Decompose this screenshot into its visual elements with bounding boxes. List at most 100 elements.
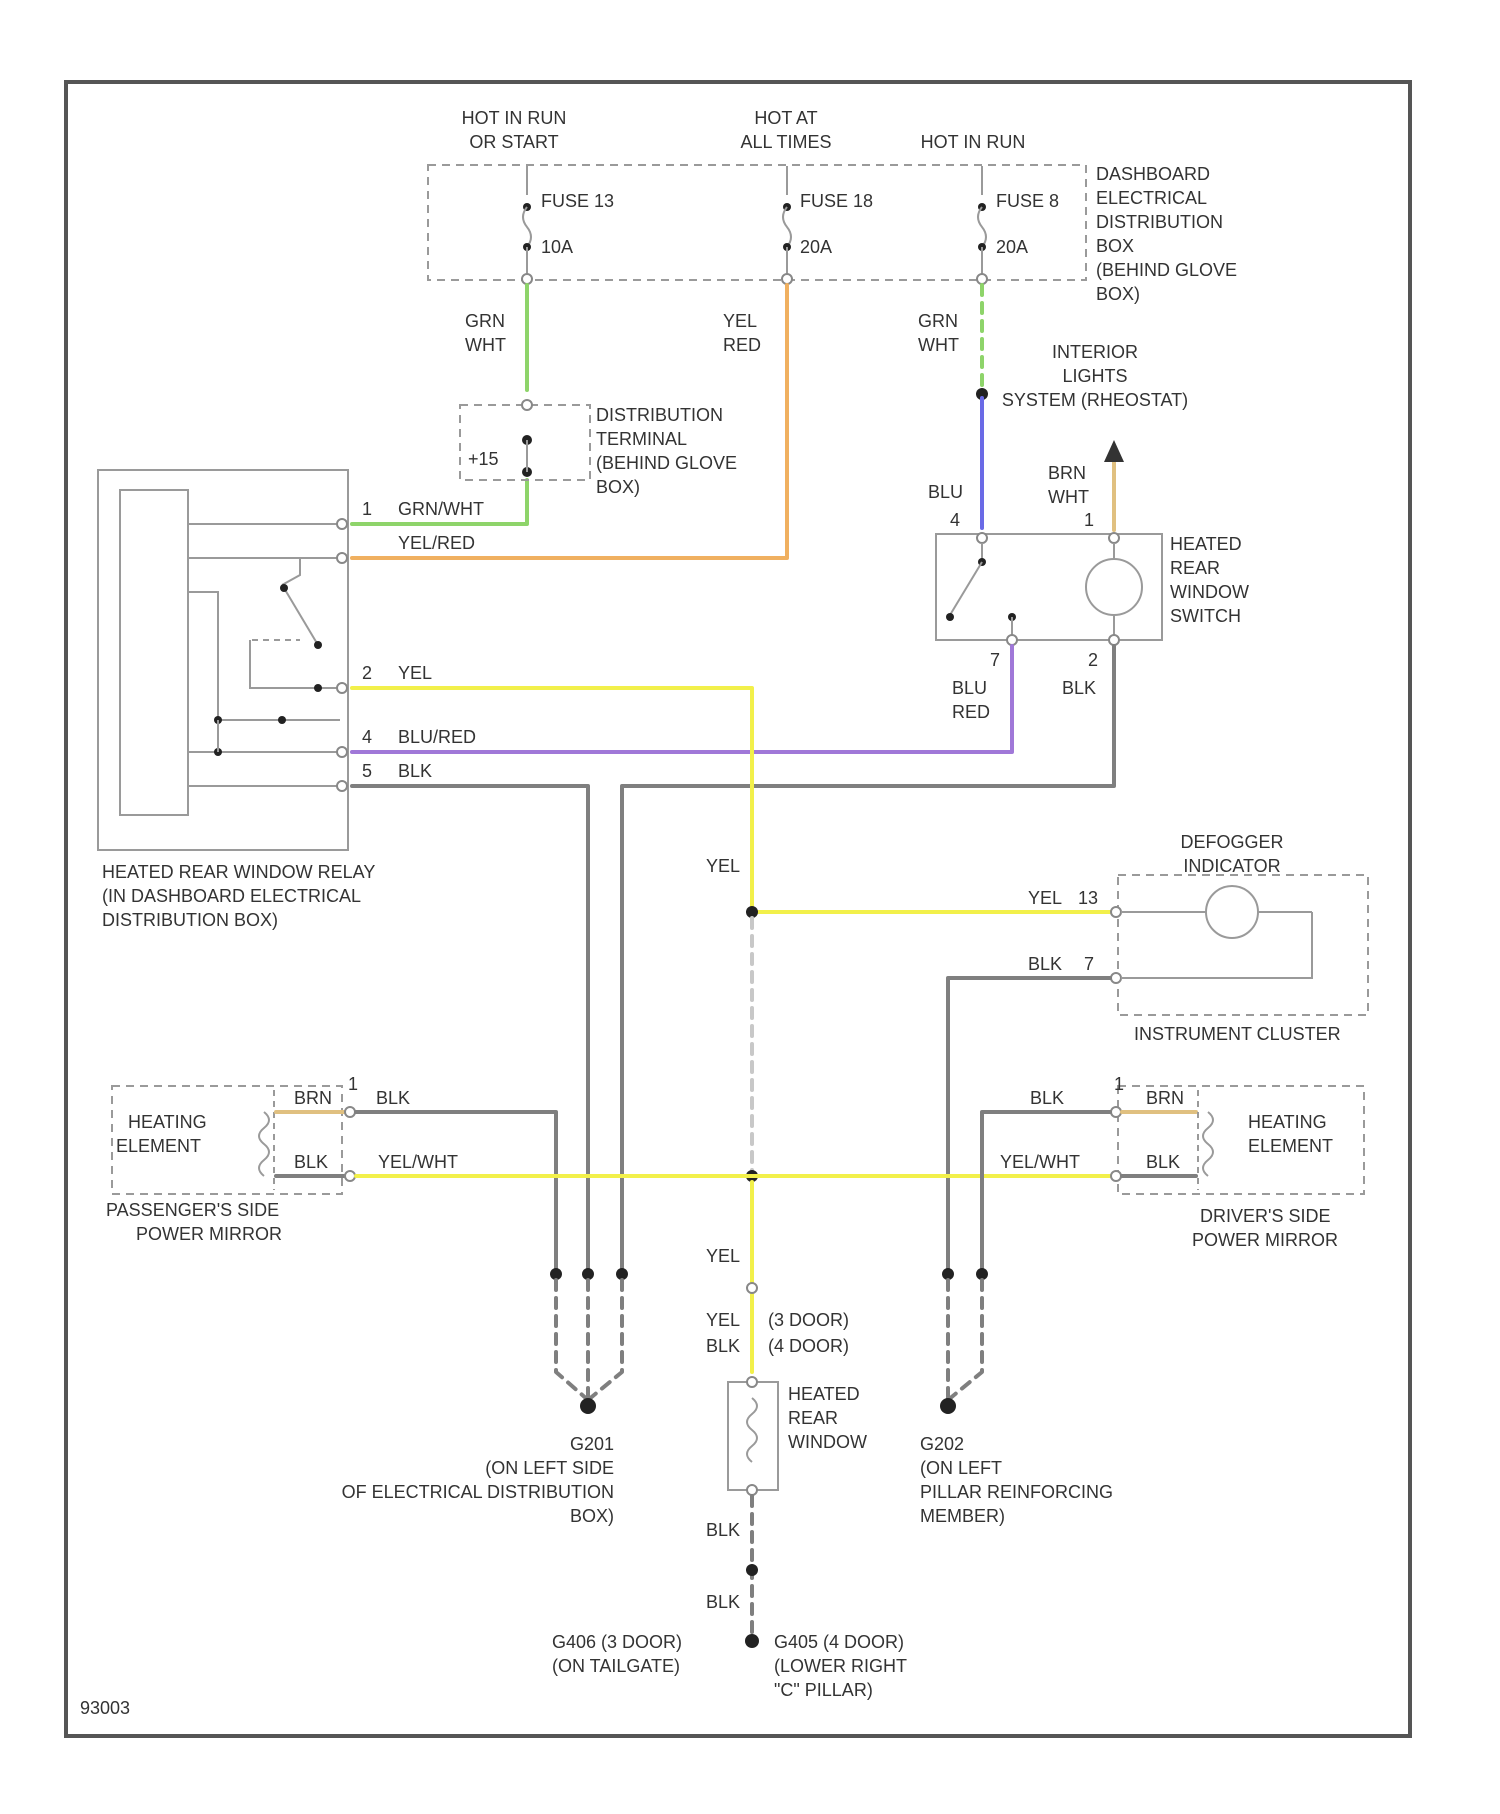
g202-label-2: (ON LEFT — [920, 1458, 1002, 1478]
g201-label-1: G201 — [570, 1434, 614, 1454]
heated-rear-window-switch: 4 1 7 2 HEATED REAR WINDOW SWITCH — [936, 510, 1249, 670]
wire-yel-red-label-2: RED — [723, 335, 761, 355]
g405-label-1: G405 (4 DOOR) — [774, 1632, 904, 1652]
wire-grn-wht-2-label: GRN — [918, 311, 958, 331]
indicator-pin-13: 13 — [1078, 888, 1098, 908]
passenger-wire-brn: BRN — [294, 1088, 332, 1108]
feed-2-label-2: ALL TIMES — [740, 132, 831, 152]
relay-pin-yelred-wire: YEL/RED — [398, 533, 475, 553]
wire-blk-door-label: BLK — [706, 1336, 740, 1356]
wire-blk-label: BLK — [1062, 678, 1096, 698]
rear-window-label-1: HEATED — [788, 1384, 860, 1404]
relay-label-3: DISTRIBUTION BOX) — [102, 910, 278, 930]
passenger-label-2: POWER MIRROR — [136, 1224, 282, 1244]
relay-pin-5-num: 5 — [362, 761, 372, 781]
passenger-element-1: HEATING — [128, 1112, 207, 1132]
interior-lights-label: INTERIOR — [1052, 342, 1138, 362]
wire-yel-a-label: YEL — [706, 856, 740, 876]
feed-1-label-2: OR START — [469, 132, 558, 152]
fuse-box-label-2: ELECTRICAL — [1096, 188, 1207, 208]
passenger-element-2: ELEMENT — [116, 1136, 201, 1156]
indicator-title-1: DEFOGGER — [1180, 832, 1283, 852]
fuse-box-label-6: BOX) — [1096, 284, 1140, 304]
driver-element-2: ELEMENT — [1248, 1136, 1333, 1156]
passenger-out-blk: BLK — [376, 1088, 410, 1108]
switch-label-3: WINDOW — [1170, 582, 1249, 602]
dist-terminal-tag: +15 — [468, 449, 499, 469]
ground-g405: G405 (4 DOOR) (LOWER RIGHT "C" PILLAR) — [774, 1632, 907, 1700]
relay-pin-4-num: 4 — [362, 727, 372, 747]
dist-terminal-label-2: TERMINAL — [596, 429, 687, 449]
instrument-cluster-label: INSTRUMENT CLUSTER — [1134, 1024, 1341, 1044]
lamp-icon — [1086, 559, 1142, 615]
driver-pin: 1 — [1114, 1074, 1124, 1094]
feed-2-label: HOT AT — [754, 108, 817, 128]
g201-label-4: BOX) — [570, 1506, 614, 1526]
figure-id: 93003 — [80, 1698, 130, 1718]
driver-label-2: POWER MIRROR — [1192, 1230, 1338, 1250]
wire-door-a-label: (3 DOOR) — [768, 1310, 849, 1330]
wire-blk-passenger — [356, 1112, 556, 1270]
distribution-terminal: +15 DISTRIBUTION TERMINAL (BEHIND GLOVE … — [460, 400, 737, 497]
fuse-box-label-3: DISTRIBUTION — [1096, 212, 1223, 232]
fuse-18-name: FUSE 18 — [800, 191, 873, 211]
relay-pin-2-num: 2 — [362, 663, 372, 683]
ground-g202: G202 (ON LEFT PILLAR REINFORCING MEMBER) — [920, 1268, 1113, 1526]
wire-grn-wht-label: GRN — [465, 311, 505, 331]
driver-label-1: DRIVER'S SIDE — [1200, 1206, 1330, 1226]
wire-grn-wht-2-label-2: WHT — [918, 335, 959, 355]
ground-g406: G406 (3 DOOR) (ON TAILGATE) — [552, 1632, 682, 1676]
fuse-box: HOT IN RUN OR START HOT AT ALL TIMES HOT… — [428, 108, 1237, 304]
driver-in-yelwht: YEL/WHT — [1000, 1152, 1080, 1172]
wire-blk-bottom-a: BLK — [706, 1520, 740, 1540]
relay-label-2: (IN DASHBOARD ELECTRICAL — [102, 886, 361, 906]
g202-label-1: G202 — [920, 1434, 964, 1454]
g406-label-2: (ON TAILGATE) — [552, 1656, 680, 1676]
switch-pin-4: 4 — [950, 510, 960, 530]
fuse-box-label-5: (BEHIND GLOVE — [1096, 260, 1237, 280]
fuse-18-rating: 20A — [800, 237, 832, 257]
switch-pin-7: 7 — [990, 650, 1000, 670]
dist-terminal-label-4: BOX) — [596, 477, 640, 497]
relay-pin-1-wire: GRN/WHT — [398, 499, 484, 519]
wire-blk-relay — [352, 786, 588, 1270]
fuse-13-name: FUSE 13 — [541, 191, 614, 211]
switch-pin-1: 1 — [1084, 510, 1094, 530]
wire-blu-red-label-2: RED — [952, 702, 990, 722]
relay-pin-5-wire: BLK — [398, 761, 432, 781]
fuse-box-label-1: DASHBOARD — [1096, 164, 1210, 184]
wire-blu-red-label: BLU — [952, 678, 987, 698]
indicator-pin-7: 7 — [1084, 954, 1094, 974]
dist-terminal-label-3: (BEHIND GLOVE — [596, 453, 737, 473]
driver-element-1: HEATING — [1248, 1112, 1327, 1132]
fuse-8-name: FUSE 8 — [996, 191, 1059, 211]
g202-label-4: MEMBER) — [920, 1506, 1005, 1526]
passenger-pin: 1 — [348, 1074, 358, 1094]
indicator-pin-blk: BLK — [1028, 954, 1062, 974]
relay-pin-1-num: 1 — [362, 499, 372, 519]
wire-blk-indicator — [948, 978, 1110, 1270]
wire-yel-relay — [352, 688, 1110, 912]
fuse-13-rating: 10A — [541, 237, 573, 257]
switch-pin-2: 2 — [1088, 650, 1098, 670]
g201-label-3: OF ELECTRICAL DISTRIBUTION — [342, 1482, 614, 1502]
dist-terminal-label-1: DISTRIBUTION — [596, 405, 723, 425]
ground-g201: G201 (ON LEFT SIDE OF ELECTRICAL DISTRIB… — [342, 1268, 628, 1526]
relay-pin-4-wire: BLU/RED — [398, 727, 476, 747]
switch-label-2: REAR — [1170, 558, 1220, 578]
driver-mirror: BRN BLK 1 HEATING ELEMENT DRIVER'S SIDE … — [1111, 1074, 1364, 1250]
interior-lights-label-2: LIGHTS — [1062, 366, 1127, 386]
switch-label-1: HEATED — [1170, 534, 1242, 554]
g202-label-3: PILLAR REINFORCING — [920, 1482, 1113, 1502]
g406-label-1: G406 (3 DOOR) — [552, 1632, 682, 1652]
rear-window-label-2: REAR — [788, 1408, 838, 1428]
defogger-indicator: DEFOGGER INDICATOR YEL 13 BLK 7 INSTRUME… — [1028, 832, 1368, 1044]
wire-yel-door-label: YEL — [706, 1310, 740, 1330]
g405-label-3: "C" PILLAR) — [774, 1680, 873, 1700]
arrow-up-icon — [1104, 440, 1124, 462]
g201-label-2: (ON LEFT SIDE — [485, 1458, 614, 1478]
indicator-lamp-icon — [1206, 886, 1258, 938]
instrument-cluster-outline — [1118, 875, 1368, 1015]
fuse-8-rating: 20A — [996, 237, 1028, 257]
